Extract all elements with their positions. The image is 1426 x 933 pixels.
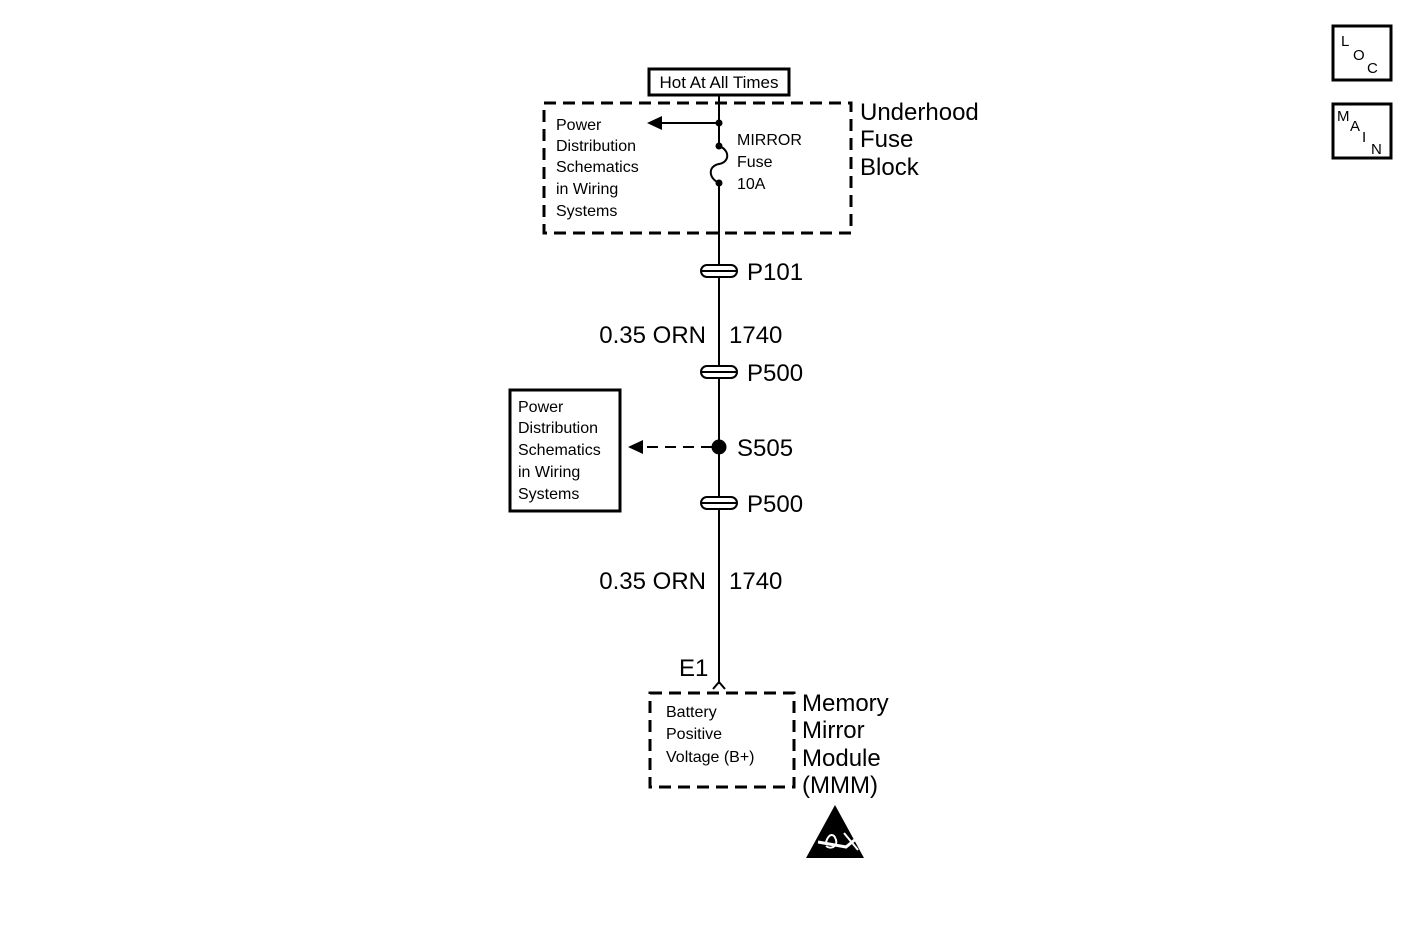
- main-button[interactable]: M A I N: [1331, 102, 1393, 160]
- mirror-fuse-label: MIRROR Fuse 10A: [737, 132, 806, 193]
- fuse-block-power-distribution-reference[interactable]: Power Distribution Schematics in Wiring …: [556, 117, 643, 220]
- module-pin-e1-label: E1: [679, 655, 708, 682]
- connector-p500-bottom-icon: [700, 496, 738, 510]
- svg-text:C: C: [1367, 60, 1378, 77]
- svg-text:O: O: [1353, 47, 1365, 64]
- connector-p101-icon: [700, 264, 738, 278]
- module-battery-positive-voltage-label: Battery Positive Voltage (B+): [666, 704, 755, 766]
- splice-s505-icon: [711, 439, 727, 455]
- fuse-block-reference-arrow-icon: [647, 116, 723, 130]
- memory-mirror-module-name: Memory Mirror Module (MMM): [802, 690, 895, 799]
- splice-power-distribution-reference-box[interactable]: [508, 388, 622, 513]
- module-pin-e1-icon: [712, 680, 726, 690]
- loc-button[interactable]: L O C: [1331, 24, 1393, 82]
- upper-wire-gauge-color: 0.35 ORN: [599, 322, 706, 349]
- connector-p500-top-icon: [700, 365, 738, 379]
- connector-p500-bottom-label: P500: [747, 491, 803, 518]
- lower-wire-circuit-number: 1740: [729, 568, 782, 595]
- svg-text:L: L: [1341, 33, 1349, 50]
- svg-text:M: M: [1337, 108, 1350, 125]
- connector-p101-label: P101: [747, 259, 803, 286]
- svg-text:I: I: [1362, 129, 1366, 146]
- splice-s505-label: S505: [737, 435, 793, 462]
- splice-power-distribution-reference: Power Distribution Schematics in Wiring …: [518, 399, 605, 503]
- memory-mirror-module-outline: [648, 691, 796, 789]
- underhood-fuse-block-name: Underhood Fuse Block: [860, 99, 985, 181]
- lower-wire-gauge-color: 0.35 ORN: [599, 568, 706, 595]
- mirror-fuse-icon: [709, 142, 729, 187]
- hot-at-all-times-box: Hot At All Times: [647, 67, 791, 97]
- upper-wire-circuit-number: 1740: [729, 322, 782, 349]
- svg-text:N: N: [1371, 141, 1382, 158]
- hot-at-all-times-label: Hot At All Times: [659, 73, 778, 92]
- underhood-fuse-block-outline: [542, 101, 853, 235]
- electrostatic-discharge-warning-icon: [806, 805, 864, 858]
- svg-text:A: A: [1350, 118, 1360, 135]
- connector-p500-top-label: P500: [747, 360, 803, 387]
- splice-reference-arrow-icon: [628, 440, 712, 454]
